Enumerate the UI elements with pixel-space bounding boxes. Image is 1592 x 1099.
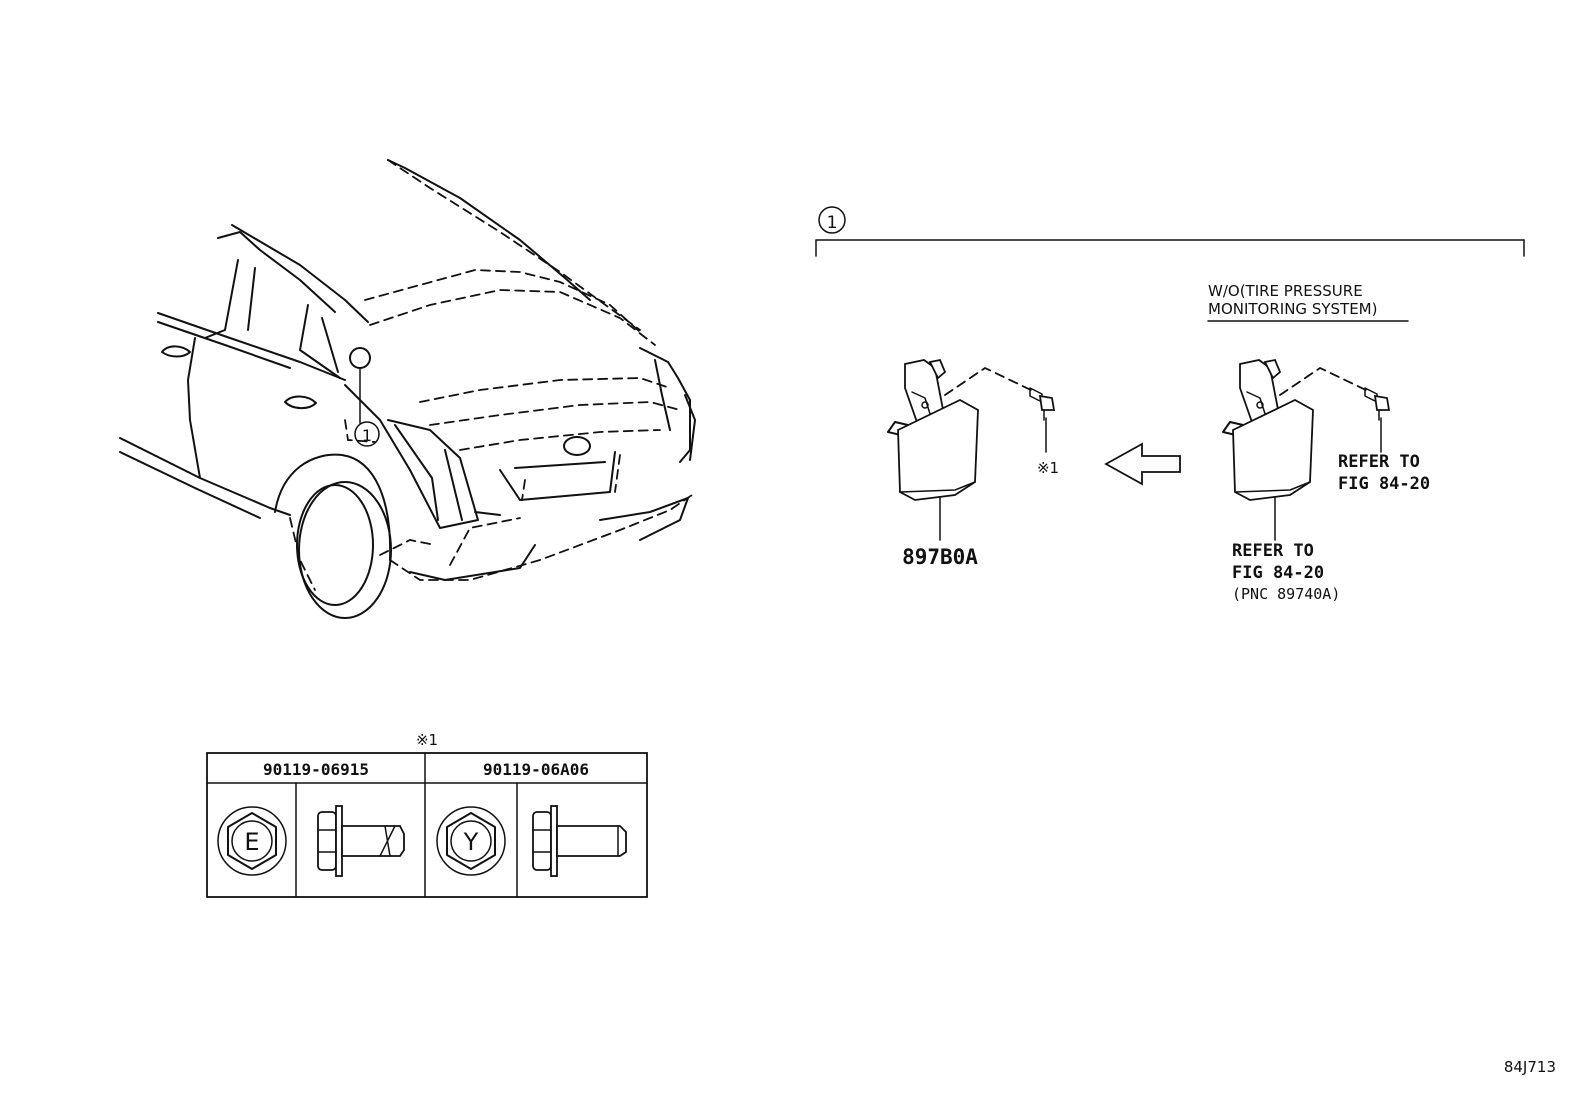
refer-note-screw: REFER TO FIG 84-20	[1338, 452, 1430, 494]
refer-ecu-line1: REFER TO	[1232, 541, 1314, 561]
car-callout-number: 1	[362, 426, 372, 445]
bolt-part-2: 90119-06A06	[483, 760, 589, 779]
bolt-part-1: 90119-06915	[263, 760, 369, 779]
condition-note: W/O(TIRE PRESSURE MONITORING SYSTEM)	[1207, 282, 1409, 322]
bolt-note-mark: ※1	[1037, 459, 1059, 477]
bolt-table: ※1 90119-06915 90119-06A06 E Y	[206, 731, 648, 898]
ecu-right	[1222, 358, 1391, 541]
condition-note-line2: MONITORING SYSTEM)	[1208, 300, 1377, 318]
refer-ecu-line3: (PNC 89740A)	[1232, 585, 1340, 603]
part-number-label: 897B0A	[902, 545, 978, 569]
bolt-side-2-icon	[532, 805, 627, 877]
condition-note-line1: W/O(TIRE PRESSURE	[1208, 282, 1363, 300]
ecu-left	[887, 358, 1056, 541]
car-callout: 1	[354, 421, 380, 447]
bolt-side-1-icon	[317, 805, 405, 877]
main-callout-number: 1	[827, 213, 838, 233]
screw-right	[1364, 387, 1391, 421]
bolt-head-mark-2: Y	[463, 828, 479, 856]
refer-screw-line2: FIG 84-20	[1338, 474, 1430, 494]
refer-ecu-line2: FIG 84-20	[1232, 563, 1324, 583]
screw-left	[1029, 387, 1056, 421]
main-callout: 1	[815, 206, 1525, 257]
car-illustration	[119, 159, 696, 619]
bolt-head-mark-1: E	[244, 828, 259, 856]
refer-screw-line1: REFER TO	[1338, 452, 1420, 472]
refer-note-ecu: REFER TO FIG 84-20 (PNC 89740A)	[1232, 541, 1340, 603]
figure-id: 84J713	[1504, 1058, 1556, 1076]
bolt-head-e-icon: E	[217, 806, 287, 876]
bolt-head-y-icon: Y	[436, 806, 506, 876]
bolt-table-mark: ※1	[416, 731, 438, 749]
arrow-left-icon	[1104, 442, 1181, 486]
